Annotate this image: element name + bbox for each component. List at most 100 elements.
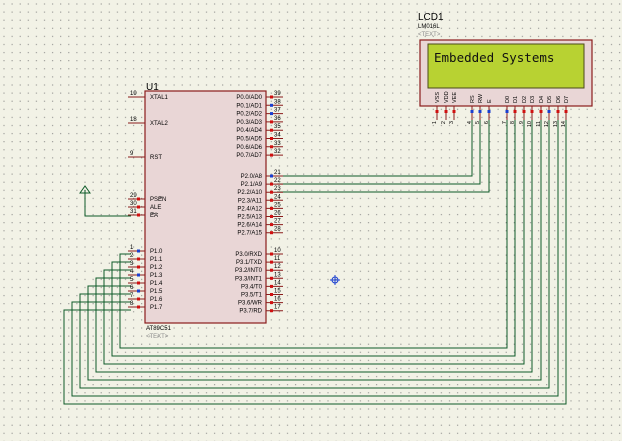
pin-label: P2.7/A15	[237, 231, 262, 237]
pin-state-marker	[270, 174, 273, 178]
pin-number: 24	[274, 194, 281, 200]
pin-label: D7	[564, 96, 570, 103]
mcu-pin-3[interactable]: 3P1.2	[128, 261, 163, 271]
mcu-pin-8[interactable]: 8P1.7	[128, 301, 163, 311]
lcd-lcd1[interactable]: LCD1 LM016L <TEXT> Embedded Systems VSS1…	[418, 12, 593, 127]
pin-state-marker	[270, 153, 273, 157]
lcd-display-text: Embedded Systems	[434, 50, 554, 65]
pin-number: 5	[475, 121, 481, 124]
mcu-body[interactable]	[144, 90, 267, 324]
pin-number: 39	[274, 91, 281, 97]
lcd-pin-6[interactable]: E6	[484, 99, 493, 124]
lcd-pin-5[interactable]: RW5	[475, 93, 484, 124]
pin-number: 35	[274, 124, 281, 130]
wire-p1-5-d5[interactable]	[79, 118, 550, 389]
pin-state-marker	[137, 249, 140, 253]
pin-number: 14	[561, 121, 567, 127]
lcd-pin-4[interactable]: RS4	[467, 95, 476, 124]
pin-state-marker	[137, 297, 140, 301]
mcu-u1[interactable]: U1 AT89C51 <TEXT> 19XTAL118XTAL29RST29PS…	[128, 82, 283, 340]
wire-p1-6-d6[interactable]	[71, 118, 559, 397]
wire-ea-vcc[interactable]	[84, 190, 131, 217]
wire-p1-0-d0[interactable]	[119, 118, 508, 349]
wire-p2-2-e[interactable]	[277, 118, 490, 193]
mcu-pin-1[interactable]: 1P1.0	[128, 245, 163, 255]
wires[interactable]	[63, 118, 567, 405]
pin-label: P3.0/RXD	[235, 252, 262, 258]
pin-state-marker	[270, 103, 273, 107]
pin-number: 6	[130, 285, 134, 291]
lcd-pin-14[interactable]: D7 14	[561, 96, 570, 127]
pin-label: P2.0/A8	[241, 174, 263, 180]
power-terminal-icon[interactable]	[79, 185, 91, 194]
wire-p1-7-d7[interactable]	[63, 118, 567, 405]
pin-number: 38	[274, 99, 281, 105]
pin-number: 28	[274, 227, 281, 233]
pin-state-marker	[270, 182, 273, 186]
mcu-pin-5[interactable]: 5P1.4	[128, 277, 163, 287]
wire-p2-1-rw[interactable]	[277, 118, 481, 185]
mcu-pin-2[interactable]: 2P1.1	[128, 253, 163, 263]
wire-p2-0-rs[interactable]	[277, 118, 473, 177]
pin-label: RS	[470, 95, 476, 103]
pin-label: RST	[150, 155, 162, 161]
mcu-pin-4[interactable]: 4P1.3	[128, 269, 163, 279]
wire-p1-1-d1[interactable]	[111, 118, 516, 357]
pin-number: 21	[274, 170, 281, 176]
lcd-pin-9[interactable]: D29	[519, 96, 528, 124]
lcd-pin-7[interactable]: D07	[502, 96, 511, 124]
pin-label: D3	[530, 96, 536, 103]
pin-number: 14	[274, 280, 281, 286]
wire-p1-4-d4[interactable]	[87, 118, 542, 381]
wire-p1-2-d2[interactable]	[103, 118, 525, 365]
pin-label: D1	[513, 96, 519, 103]
wire-p1-3-d3[interactable]	[95, 118, 533, 373]
pin-state-marker	[522, 110, 526, 113]
pin-number: 22	[274, 178, 281, 184]
lcd-pin-8[interactable]: D18	[510, 96, 519, 124]
pin-number: 15	[274, 289, 281, 295]
mcu-pin-7[interactable]: 7P1.6	[128, 293, 163, 303]
pin-label: VSS	[435, 92, 441, 103]
mcu-part-label: AT89C51	[146, 326, 172, 332]
mcu-pin-6[interactable]: 6P1.5	[128, 285, 163, 295]
